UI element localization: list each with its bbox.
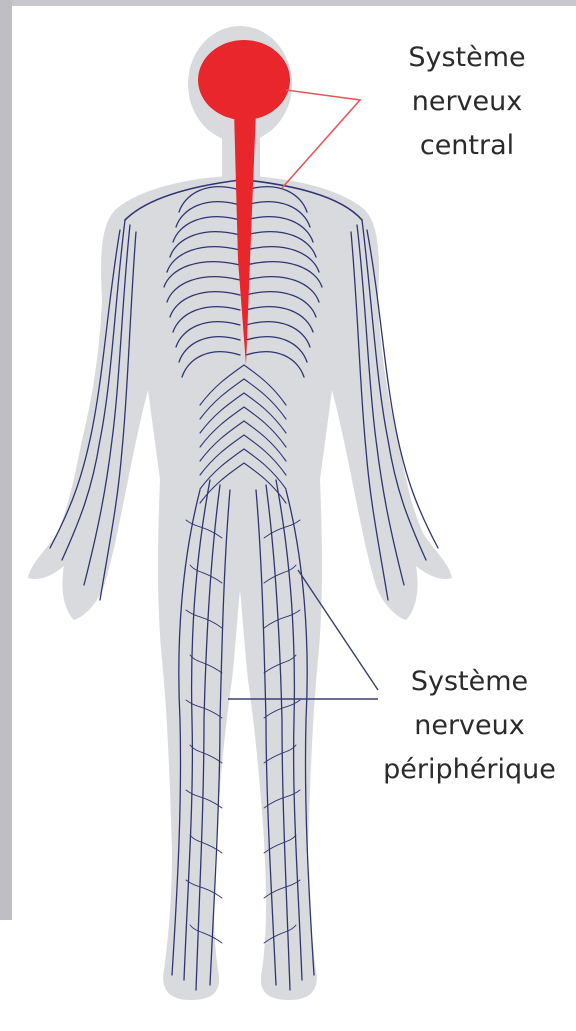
label-peripheral-line-2: nerveux: [362, 704, 576, 748]
label-central-line-3: central: [392, 124, 542, 168]
brain: [198, 40, 290, 120]
label-central-line-1: Système: [392, 36, 542, 80]
central-pointer-line: [282, 90, 360, 188]
label-peripheral-line-3: périphérique: [362, 748, 576, 792]
label-central-line-2: nerveux: [392, 80, 542, 124]
label-peripheral-nervous-system: Système nerveux périphérique: [362, 660, 576, 792]
label-peripheral-line-1: Système: [362, 660, 576, 704]
label-central-nervous-system: Système nerveux central: [392, 36, 542, 168]
